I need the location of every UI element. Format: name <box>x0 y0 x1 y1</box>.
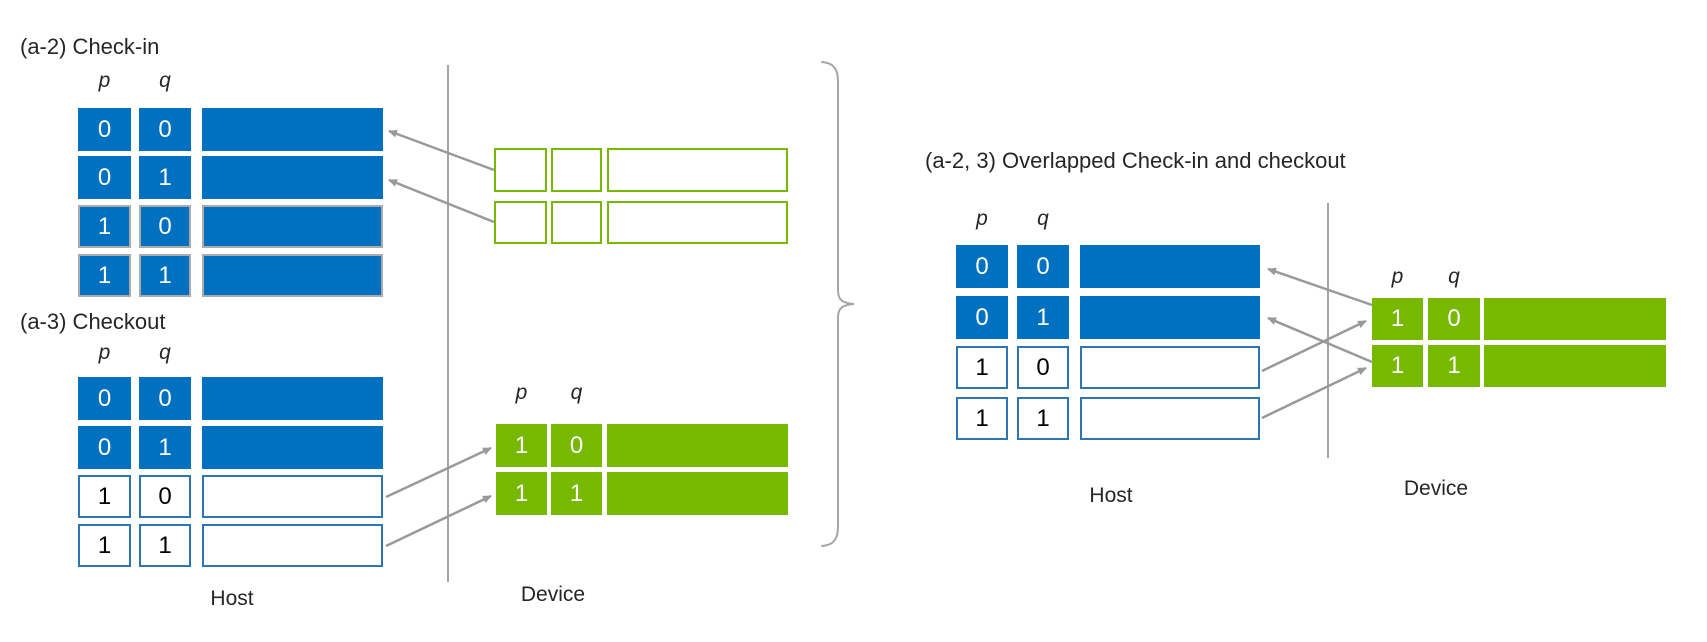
a3-device-cell-q: 1 <box>551 472 602 515</box>
a3-host-bar <box>202 524 383 567</box>
a3-device-col-header-q: q <box>570 381 583 404</box>
overlap-device-cell-q: 0 <box>1428 298 1480 340</box>
arrow-overlap-checkout-row0 <box>1261 319 1367 373</box>
a2-host-bar <box>202 254 383 297</box>
overlap-host-col-header-p: p <box>976 207 988 230</box>
overlap-host-cell-q: 1 <box>1017 397 1069 440</box>
arrow-overlap-checkin-row1 <box>1267 316 1373 364</box>
arrow-overlap-checkin-row0 <box>1267 267 1373 307</box>
a3-device-bar <box>607 472 788 515</box>
overlap-host-bar <box>1080 245 1260 288</box>
a2-host-bar <box>202 156 383 199</box>
overlap-device-cell-p: 1 <box>1372 345 1423 387</box>
overlap-device-bar <box>1484 298 1666 340</box>
a2-col-header-q: q <box>159 69 171 92</box>
arrow-checkin-row0 <box>388 129 495 172</box>
overlap-device-col-header-p: p <box>1391 265 1404 288</box>
overlap-host-cell-q: 0 <box>1017 346 1069 389</box>
grouping-brace <box>821 61 855 547</box>
a2-cell-q: 0 <box>139 108 191 151</box>
overlap-host-bar <box>1080 346 1260 389</box>
a3-col-header-q: q <box>159 341 171 364</box>
arrow-checkout-row0 <box>385 446 492 499</box>
arrow-checkin-row1 <box>388 178 495 224</box>
a3-cell-q: 1 <box>139 426 191 469</box>
a3-device-col-header-p: p <box>515 381 528 404</box>
a3-host-bar <box>202 426 383 469</box>
a2-device-cell-p <box>494 201 547 244</box>
a2-cell-p: 1 <box>78 254 131 297</box>
overlap-panel-title: (a-2, 3) Overlapped Check-in and checkou… <box>925 148 1346 173</box>
a3-device-bar <box>607 424 788 467</box>
a3-cell-p: 1 <box>78 524 131 567</box>
a2-col-header-p: p <box>98 69 111 92</box>
a2-cell-p: 0 <box>78 156 131 199</box>
a3-cell-p: 0 <box>78 377 131 420</box>
left-device-label: Device <box>520 583 586 606</box>
a3-device-cell-q: 0 <box>551 424 602 467</box>
a3-host-bar <box>202 377 383 420</box>
overlap-host-cell-p: 1 <box>956 346 1008 389</box>
right-host-label: Host <box>1089 484 1133 507</box>
overlap-host-bar <box>1080 296 1260 339</box>
panel-a3-title: (a-3) Checkout <box>20 309 166 334</box>
overlap-host-cell-p: 0 <box>956 296 1008 339</box>
overlap-host-cell-q: 1 <box>1017 296 1069 339</box>
a2-cell-q: 1 <box>139 254 191 297</box>
a2-cell-p: 0 <box>78 108 131 151</box>
a2-device-buffer-bar <box>607 201 788 244</box>
a3-cell-q: 1 <box>139 524 191 567</box>
overlap-device-col-header-q: q <box>1448 265 1460 288</box>
overlap-host-cell-p: 1 <box>956 397 1008 440</box>
a3-device-cell-p: 1 <box>496 424 547 467</box>
overlap-host-cell-q: 0 <box>1017 245 1069 288</box>
arrow-overlap-checkout-row1 <box>1261 366 1367 420</box>
arrow-checkout-row1 <box>385 494 492 548</box>
panel-a2-title: (a-2) Check-in <box>20 34 160 59</box>
a3-cell-q: 0 <box>139 475 191 518</box>
overlap-device-cell-q: 1 <box>1428 345 1480 387</box>
a2-device-cell-q <box>551 148 602 192</box>
a3-host-bar <box>202 475 383 518</box>
overlap-host-bar <box>1080 397 1260 440</box>
overlap-host-cell-p: 0 <box>956 245 1008 288</box>
a2-cell-p: 1 <box>78 205 131 248</box>
a2-device-cell-q <box>551 201 602 244</box>
a2-cell-q: 0 <box>139 205 191 248</box>
left-host-label: Host <box>210 587 254 610</box>
a2-device-buffer-bar <box>607 148 788 192</box>
right-device-label: Device <box>1403 477 1469 500</box>
a2-cell-q: 1 <box>139 156 191 199</box>
overlap-device-cell-p: 1 <box>1372 298 1423 340</box>
a2-host-bar <box>202 205 383 248</box>
a2-device-cell-p <box>494 148 547 192</box>
a3-cell-q: 0 <box>139 377 191 420</box>
overlap-host-col-header-q: q <box>1037 207 1049 230</box>
overlap-device-bar <box>1484 345 1666 387</box>
a3-device-cell-p: 1 <box>496 472 547 515</box>
a3-col-header-p: p <box>98 341 111 364</box>
a2-host-bar <box>202 108 383 151</box>
a3-cell-p: 1 <box>78 475 131 518</box>
a3-cell-p: 0 <box>78 426 131 469</box>
